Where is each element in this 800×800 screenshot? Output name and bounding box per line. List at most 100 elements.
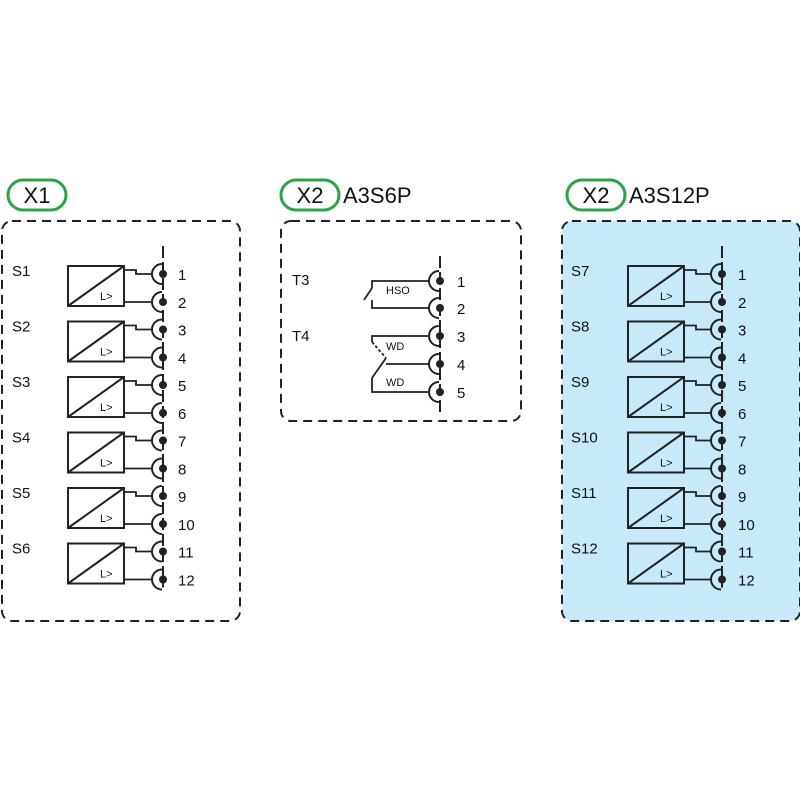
sensor-label: S3 (12, 374, 30, 391)
terminal-dot (159, 325, 167, 334)
sensor-symbol: L> (660, 458, 673, 470)
sensor-diagonal (627, 376, 685, 418)
terminal-dot (159, 575, 167, 584)
pin-number: 4 (457, 357, 465, 374)
pin-number: 5 (178, 378, 186, 395)
panel-x1: X1S1L>12S2L>34S3L>56S4L>78S5L>910S6L>111… (1, 178, 241, 622)
terminal-clamp (151, 291, 163, 313)
pin-number: 2 (457, 301, 465, 318)
sensor-diagonal (67, 376, 125, 418)
sensor-symbol: L> (100, 402, 113, 414)
terminal-dot (436, 332, 444, 340)
pin-number: 6 (178, 406, 186, 423)
pin-number: 3 (738, 323, 746, 340)
terminal-clamp (710, 568, 722, 591)
terminal-dot (159, 381, 167, 389)
sensor-label: S4 (12, 430, 30, 447)
connector-pill (565, 178, 627, 212)
sensor-diagonal (67, 320, 125, 363)
terminal-dot (159, 547, 167, 556)
terminal-clamp (710, 429, 722, 452)
sensor-module: S1L>12 (12, 263, 186, 313)
sensor-label: S5 (12, 485, 30, 502)
wire (684, 269, 712, 275)
terminal-clamp (710, 346, 722, 369)
sensor-box (627, 376, 685, 418)
wire (124, 546, 153, 553)
pin-number: 12 (178, 573, 195, 590)
sensor-box (67, 265, 125, 307)
connector-pill (6, 178, 68, 212)
connector-label: X2 (583, 183, 610, 208)
wire (124, 380, 153, 386)
sensor-box (67, 320, 125, 363)
sensor-label: S12 (571, 541, 598, 558)
terminal-clamp (151, 513, 163, 535)
pin-number: 10 (738, 517, 755, 534)
terminal-dot (159, 492, 167, 500)
panel-frame (280, 220, 522, 422)
terminal-dot (718, 409, 726, 417)
terminal-clamp (710, 485, 722, 507)
terminal-clamp (710, 318, 722, 341)
sensor-module: S3L> 5 6 (12, 374, 186, 424)
sensor-diagonal (67, 542, 125, 585)
sensor-module: S7L>12 (571, 263, 746, 313)
pin-number: 1 (457, 274, 465, 291)
terminal-clamp (151, 318, 163, 341)
wire (371, 335, 430, 342)
pin-number: 5 (738, 378, 746, 395)
sensor-box (67, 376, 125, 418)
wire (124, 324, 153, 331)
connector-label: X1 (24, 183, 51, 208)
terminal-dot (718, 381, 726, 389)
model-label: A3S6P (343, 183, 412, 208)
wire (684, 435, 712, 442)
sensor-symbol: L> (660, 291, 673, 303)
pin-number: 8 (178, 462, 186, 479)
pin-number: 3 (457, 329, 465, 346)
sensor-module: S8L>34 (571, 318, 746, 369)
sensor-module: S5L>910 (12, 485, 195, 535)
pin-number: 1 (178, 267, 186, 284)
pin-number: 7 (178, 434, 186, 451)
sensor-box (627, 542, 685, 585)
sensor-box (67, 487, 125, 529)
terminal-clamp (151, 457, 163, 480)
sensor-symbol: L> (100, 347, 113, 359)
sensor-diagonal (67, 487, 125, 529)
sensor-label: S11 (571, 485, 597, 502)
terminal-dot (718, 353, 726, 362)
wire (684, 546, 712, 553)
terminal-dot (718, 436, 726, 445)
terminal-dot (159, 270, 167, 278)
terminal-dot (159, 464, 167, 473)
panel-frame (561, 220, 800, 622)
sensor-symbol: L> (100, 569, 113, 581)
sensor-label: S8 (571, 319, 589, 336)
pin-number: 11 (178, 545, 194, 562)
sensor-diagonal (627, 265, 685, 307)
pin-number: 7 (738, 434, 746, 451)
wire (124, 435, 153, 442)
pin-number: 4 (178, 351, 186, 368)
terminal-dot (436, 304, 444, 312)
terminal-clamp (151, 346, 163, 369)
terminal-dot (718, 520, 726, 528)
relay-label: T4 (292, 328, 310, 345)
terminal-dot (718, 325, 726, 334)
terminal-dot (718, 492, 726, 500)
terminal-dot (436, 277, 444, 285)
terminal-clamp (710, 540, 722, 563)
sensor-box (67, 542, 125, 585)
terminal-clamp (710, 263, 722, 285)
terminal-dot (159, 409, 167, 417)
terminal-dot (436, 388, 444, 396)
sensor-box (67, 431, 125, 474)
wire (124, 491, 153, 497)
contact-blade (363, 287, 373, 301)
sensor-symbol: L> (660, 347, 673, 359)
